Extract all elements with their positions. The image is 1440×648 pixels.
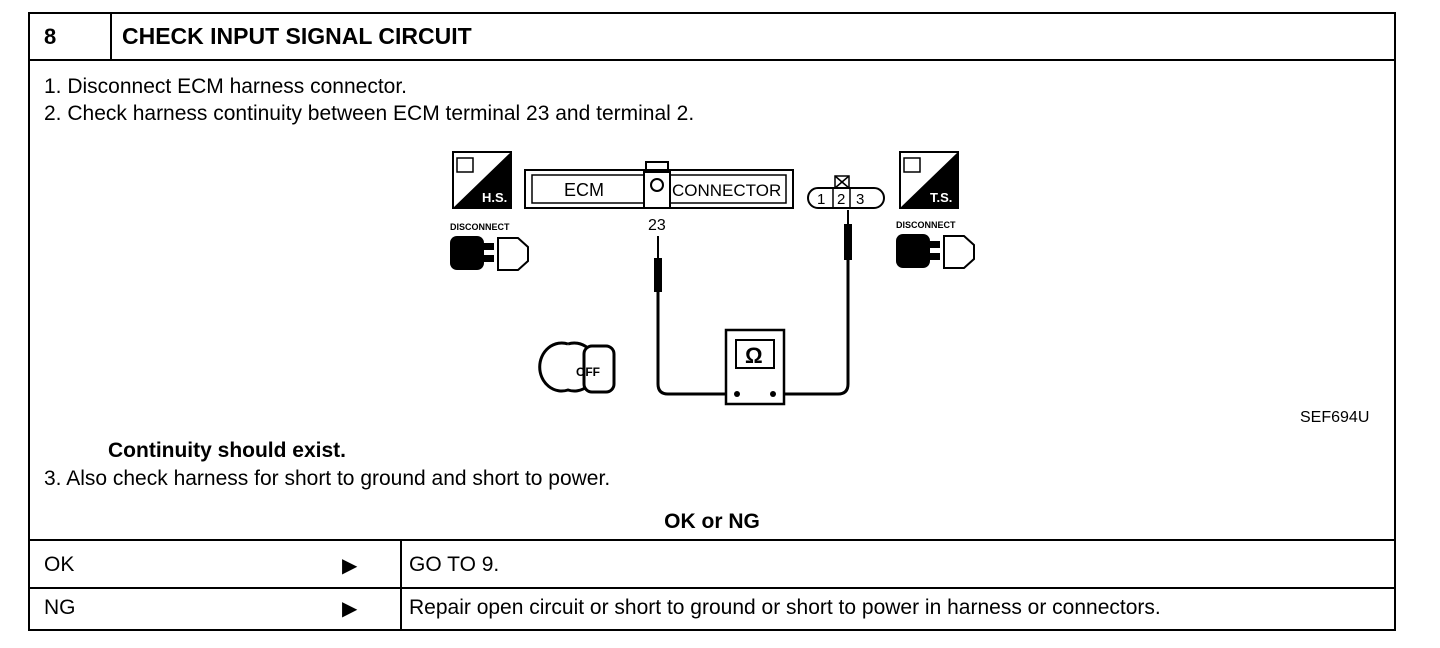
pin-3: 3 xyxy=(856,191,864,208)
probe-wires xyxy=(654,210,852,396)
procedure-table: 8 CHECK INPUT SIGNAL CIRCUIT 1. Disconne… xyxy=(28,12,1396,631)
step-number: 8 xyxy=(30,14,112,59)
ts-badge-icon: T.S. xyxy=(899,151,959,209)
result-ng-label: NG xyxy=(44,596,76,619)
disconnect-label-left: DISCONNECT xyxy=(450,222,510,232)
ecm-connector: ECM CONNECTOR xyxy=(524,161,794,209)
continuity-diagram: H.S. DISCONNECT ECM CONNECTOR 23 1 2 3 T… xyxy=(450,151,975,406)
arrow-right-icon: ▶ xyxy=(342,555,358,577)
result-heading: OK or NG xyxy=(664,510,760,533)
disconnect-connector-icon xyxy=(450,236,529,271)
harness-connector: 1 2 3 xyxy=(807,175,885,209)
ts-label: T.S. xyxy=(930,190,952,205)
figure-id: SEF694U xyxy=(1300,409,1370,426)
key-off-label: OFF xyxy=(576,365,600,379)
disconnect-connector-icon xyxy=(896,234,975,269)
pin-2: 2 xyxy=(837,191,845,208)
hs-badge-icon: H.S. xyxy=(452,151,512,209)
terminal-23-label: 23 xyxy=(648,217,666,234)
step-title: CHECK INPUT SIGNAL CIRCUIT xyxy=(122,23,472,49)
instruction-1: 1. Disconnect ECM harness connector. xyxy=(44,75,408,98)
hs-label: H.S. xyxy=(482,190,507,205)
instruction-3: 3. Also check harness for short to groun… xyxy=(44,467,611,490)
arrow-right-icon: ▶ xyxy=(342,598,358,620)
header-row: 8 CHECK INPUT SIGNAL CIRCUIT xyxy=(30,14,1394,61)
result-ok-label: OK xyxy=(44,553,75,576)
ecm-label: ECM xyxy=(564,180,604,200)
continuity-note: Continuity should exist. xyxy=(108,439,347,462)
ohm-symbol: Ω xyxy=(745,343,763,368)
connector-label: CONNECTOR xyxy=(672,181,781,200)
divider xyxy=(30,539,1394,541)
ohmmeter-icon: Ω xyxy=(724,328,786,406)
result-ok-action: GO TO 9. xyxy=(409,553,500,576)
ignition-key-off-icon: OFF xyxy=(538,341,616,394)
divider xyxy=(30,587,1394,589)
column-divider xyxy=(400,539,402,631)
pin-1: 1 xyxy=(817,191,825,208)
instruction-2: 2. Check harness continuity between ECM … xyxy=(44,102,695,125)
disconnect-label-right: DISCONNECT xyxy=(896,220,956,230)
result-ng-action: Repair open circuit or short to ground o… xyxy=(409,596,1161,619)
